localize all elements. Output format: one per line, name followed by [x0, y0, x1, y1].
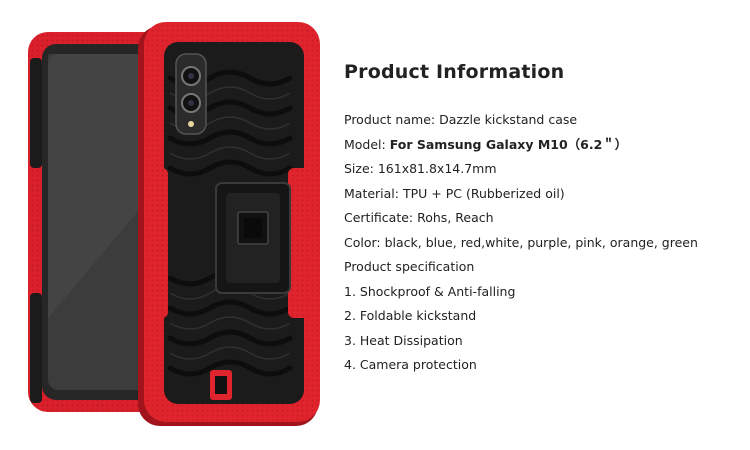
model-value: For Samsung Galaxy M10（6.2＂） [389, 136, 628, 152]
product-info-title: Product Information [344, 61, 565, 83]
case-back [138, 22, 320, 426]
phone-case-image [20, 18, 325, 433]
model-label: Model: [344, 136, 390, 152]
product-certificate: Certificate: Rohs, Reach [344, 210, 494, 225]
product-info: Product Information Product name: Dazzle… [344, 58, 744, 378]
product-size: Size: 161x81.8x14.7mm [344, 161, 497, 176]
spec-list: Product name: Dazzle kickstand case Mode… [344, 108, 744, 378]
feature-item: 1. Shockproof & Anti-falling [344, 283, 516, 299]
spec-heading: Product specification [344, 259, 475, 274]
feature-item: 4. Camera protection [344, 357, 477, 372]
phone-case-icon [28, 22, 320, 426]
product-material: Material: TPU + PC (Rubberized oil) [344, 185, 565, 201]
product-model: Model: For Samsung Galaxy M10（6.2＂） [344, 133, 744, 158]
product-colors: Color: black, blue, red,white, purple, p… [344, 234, 698, 250]
feature-item: 2. Foldable kickstand [344, 308, 477, 323]
feature-item: 3. Heat Dissipation [344, 332, 463, 348]
product-name: Product name: Dazzle kickstand case [344, 112, 578, 127]
